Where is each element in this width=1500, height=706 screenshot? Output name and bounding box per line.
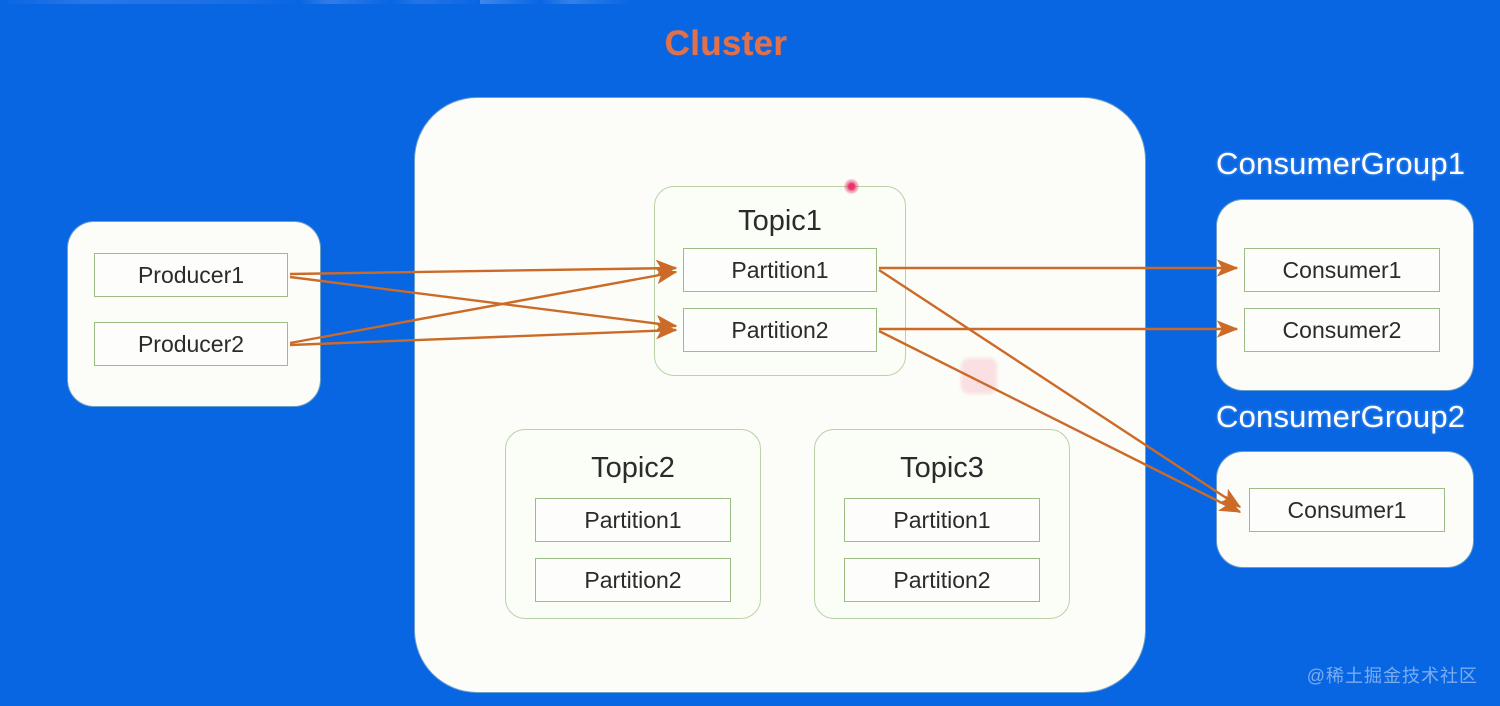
pink-watermark-artifact <box>961 358 997 394</box>
topic1-marker-dot-icon <box>844 179 859 194</box>
top-edge-artifact <box>0 0 1500 4</box>
topic2-partition-box-2[interactable]: Partition2 <box>535 558 731 602</box>
consumer-group-1-consumer-label-2: Consumer2 <box>1282 316 1402 343</box>
topic3-partition-box-2[interactable]: Partition2 <box>844 558 1040 602</box>
topic3-partition-label-2: Partition2 <box>893 566 991 593</box>
producer-box-1[interactable]: Producer1 <box>94 253 288 297</box>
topic-label-3: Topic3 <box>900 452 984 484</box>
producer-box-2[interactable]: Producer2 <box>94 322 288 366</box>
topic3-partition-label-1: Partition1 <box>893 506 991 533</box>
consumer-group-2-title: ConsumerGroup2 <box>1216 399 1466 434</box>
topic1-partition-label-2: Partition2 <box>731 316 829 343</box>
topic2-partition-label-2: Partition2 <box>584 566 682 593</box>
consumer-group-1-consumer-label-1: Consumer1 <box>1282 256 1402 283</box>
consumer-group-2-consumer-box-1[interactable]: Consumer1 <box>1249 488 1445 532</box>
consumer-group-2-consumer-label-1: Consumer1 <box>1287 496 1407 523</box>
topic1-partition-box-1[interactable]: Partition1 <box>683 248 877 292</box>
topic-label-1: Topic1 <box>738 205 822 237</box>
producer-label-1: Producer1 <box>137 261 245 288</box>
topic3-partition-box-1[interactable]: Partition1 <box>844 498 1040 542</box>
topic-label-2: Topic2 <box>591 452 675 484</box>
site-watermark: @稀土掘金技术社区 <box>1306 666 1478 686</box>
topic1-partition-label-1: Partition1 <box>731 256 829 283</box>
producer-group-panel <box>68 222 320 406</box>
topic2-partition-label-1: Partition1 <box>584 506 682 533</box>
producer-label-2: Producer2 <box>137 330 245 357</box>
topic1-partition-box-2[interactable]: Partition2 <box>683 308 877 352</box>
consumer-group-1-consumer-box-2[interactable]: Consumer2 <box>1244 308 1440 352</box>
consumer-group-1-consumer-box-1[interactable]: Consumer1 <box>1244 248 1440 292</box>
consumer-group-1-panel <box>1217 200 1473 390</box>
page-title-cluster: Cluster <box>664 24 788 63</box>
topic2-partition-box-1[interactable]: Partition1 <box>535 498 731 542</box>
consumer-group-1-title: ConsumerGroup1 <box>1216 146 1466 181</box>
